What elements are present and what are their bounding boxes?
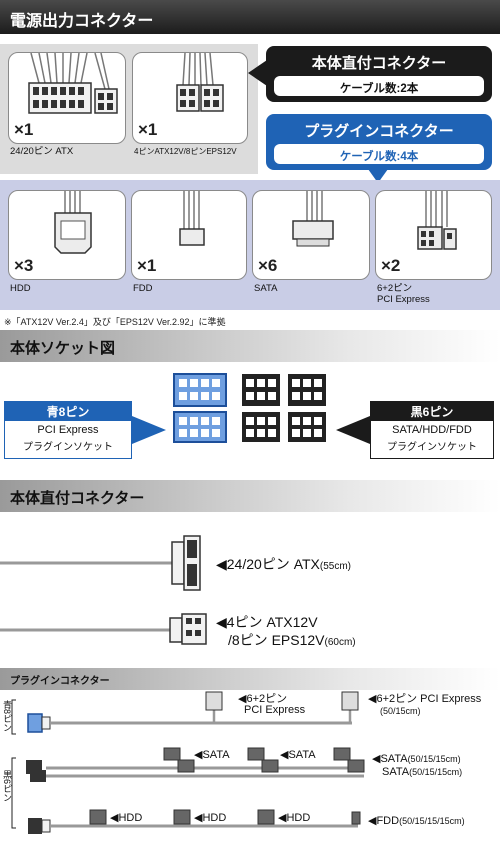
- pcie-mid-label-1: ◀6+2ピン: [238, 693, 288, 705]
- plugin-section-title: プラグインコネクター: [10, 676, 110, 687]
- sata-end-label-1: ◀SATA(50/15/15cm): [372, 752, 461, 765]
- sata-end1-length: (50/15/15cm): [407, 754, 461, 764]
- blue-socket-line1: PCI Express: [37, 424, 99, 436]
- fdd-label: FDD: [133, 283, 153, 294]
- hdd-connector-icon: [54, 191, 92, 254]
- pcie-end-label: ◀6+2ピン PCI Express: [368, 693, 482, 705]
- pcie-end-length: (50/15cm): [380, 706, 421, 716]
- direct-callout-arrow: [248, 58, 270, 88]
- atx-cable-label: ◀24/20ピン ATX(55cm): [216, 554, 351, 574]
- eps-count: ×1: [138, 120, 158, 139]
- hdd-label-b: ◀HDD: [194, 812, 227, 824]
- black-socket-line1: SATA/HDD/FDD: [392, 424, 472, 436]
- section-header: 電源出力コネクター: [0, 0, 500, 34]
- plugin-cable-diagram: [11, 691, 365, 834]
- sata-end-label-2: SATA(50/15/15cm): [382, 766, 462, 778]
- socket-section-banner: 本体ソケット図: [0, 330, 500, 362]
- connector-card-hdd: ×3: [8, 190, 126, 280]
- connector-card-fdd: ×1: [131, 190, 247, 280]
- eps-label: 4ピンATX12V/8ピンEPS12V: [134, 147, 237, 156]
- compliance-note: ※「ATX12V Ver.2.4」及び「EPS12V Ver.2.92」に準拠: [4, 317, 226, 327]
- sata-end2-name: SATA: [382, 766, 410, 778]
- sata-count: ×6: [258, 256, 278, 275]
- sata-label-a: ◀SATA: [194, 749, 230, 761]
- atx-connector-icon: [28, 52, 118, 114]
- blue-socket-arrow: [132, 416, 166, 444]
- eps-cable-label-2: /8ピン EPS12V(60cm): [228, 630, 356, 650]
- plugin-cable-count: ケーブル数:4本: [339, 151, 419, 163]
- hdd-count: ×3: [14, 256, 34, 275]
- fdd-connector-icon: [179, 191, 205, 246]
- blue-socket-title: 青8ピン: [46, 405, 90, 419]
- black-socket-icons: [242, 374, 326, 442]
- hdd-label-a: ◀HDD: [110, 812, 143, 824]
- direct-section-title: 本体直付コネクター: [10, 490, 145, 507]
- direct-callout-title: 本体直付コネクター: [311, 55, 447, 72]
- sata-label-b: ◀SATA: [280, 749, 316, 761]
- pcie-connector-icon: [417, 191, 457, 250]
- eps-connector-icon: [176, 52, 224, 112]
- plugin-callout-sub-bg: [274, 144, 484, 164]
- connector-card-atx: ×1: [8, 52, 126, 144]
- plugin-section-banner: プラグインコネクター: [0, 668, 500, 690]
- side-label-black: 黒6ピン: [2, 770, 12, 803]
- atx-label: 24/20ピン ATX: [10, 146, 74, 157]
- direct-cable-count: ケーブル数:2本: [339, 83, 419, 95]
- socket-diagram: [173, 373, 326, 443]
- atx-count: ×1: [14, 120, 34, 139]
- sata-end2-length: (50/15/15cm): [409, 767, 463, 777]
- pcie-mid-label-2: PCI Express: [244, 704, 306, 716]
- eps-cable-length: (60cm): [324, 637, 356, 648]
- direct-cable-diagram: [0, 535, 207, 645]
- pcie-label-1: 6+2ピン: [377, 283, 413, 294]
- pcie-label-2: PCI Express: [377, 294, 430, 305]
- header-title: 電源出力コネクター: [10, 13, 154, 30]
- atx-cable-name: ◀24/20ピン ATX: [216, 556, 320, 572]
- fdd-count: ×1: [137, 256, 157, 275]
- black-socket-arrow: [336, 416, 370, 444]
- sata-end1-name: ◀SATA: [372, 753, 408, 765]
- direct-section-banner: 本体直付コネクター: [0, 480, 500, 512]
- socket-section-title: 本体ソケット図: [10, 340, 116, 357]
- connector-card-pcie: ×2: [375, 190, 492, 280]
- fdd-end-label: ◀FDD(50/15/15/15cm): [368, 814, 465, 827]
- plugin-callout-arrow: [368, 169, 388, 183]
- connector-card-sata: ×6: [252, 190, 370, 280]
- fdd-end-name: ◀FDD: [368, 815, 400, 827]
- atx-cable-length: (55cm): [319, 561, 352, 572]
- pcie-count: ×2: [381, 256, 401, 275]
- eps-cable-line2: /8ピン EPS12V: [228, 632, 325, 648]
- hdd-label-c: ◀HDD: [278, 812, 311, 824]
- plugin-callout-title: プラグインコネクター: [304, 123, 454, 140]
- black-socket-title: 黒6ピン: [410, 405, 454, 419]
- direct-callout-sub-bg: [274, 76, 484, 96]
- connector-card-eps: ×1: [132, 52, 248, 144]
- blue-socket-label-head: [4, 401, 132, 421]
- blue-socket-line2: プラグインソケット: [23, 442, 113, 453]
- fdd-end-length: (50/15/15/15cm): [399, 816, 465, 826]
- eps-cable-line1: ◀4ピン ATX12V: [216, 614, 318, 630]
- black-socket-label-head: [370, 401, 494, 421]
- hdd-label: HDD: [10, 283, 31, 294]
- blue-socket-icons: [173, 373, 227, 443]
- sata-connector-icon: [292, 191, 334, 247]
- black-socket-line2: プラグインソケット: [387, 442, 477, 453]
- sata-label: SATA: [254, 283, 278, 294]
- side-label-blue: 青8ピン: [2, 700, 12, 733]
